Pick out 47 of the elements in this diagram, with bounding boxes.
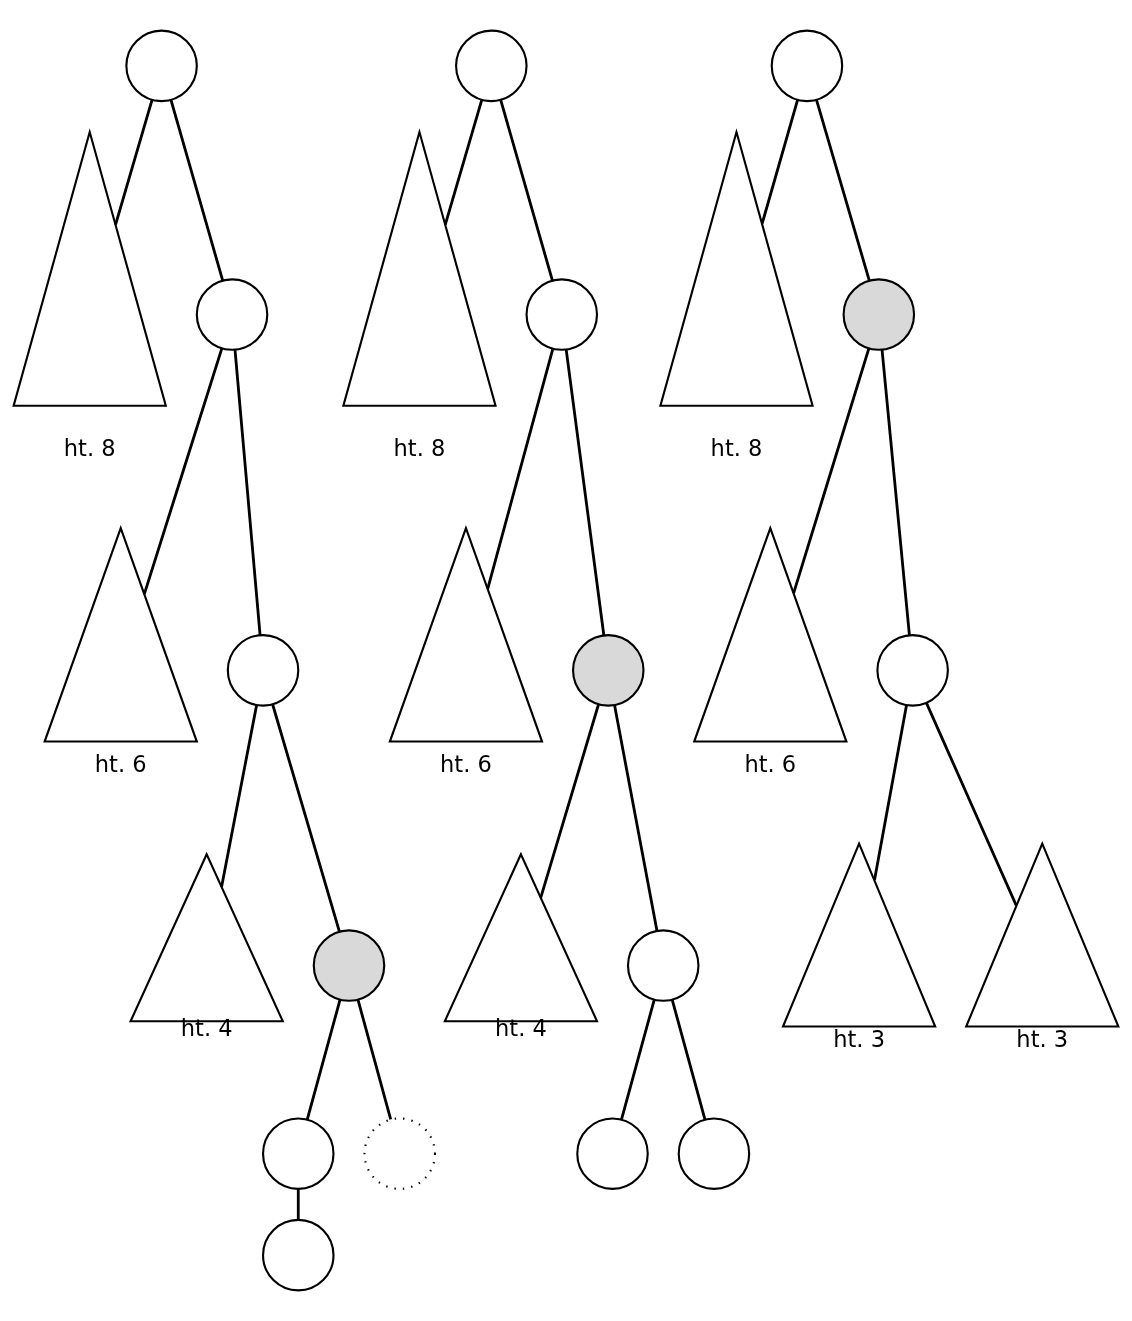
node-circle [312,929,386,1002]
node-label: ht. 6 [744,750,797,777]
connector [792,348,871,594]
connector [620,999,656,1120]
connector [873,705,908,881]
node-circle [262,1117,335,1190]
node-label: ht. 6 [94,750,147,777]
connector [356,999,393,1120]
connector [271,704,341,932]
connector [564,349,606,636]
connector [169,99,224,281]
node-circle [576,1117,649,1190]
node-circle [262,1218,335,1292]
connector [880,349,911,636]
connector [613,705,659,931]
node-label: ht. 6 [440,750,492,777]
connector [499,99,554,281]
node-circle [876,634,949,707]
connector [114,99,154,226]
connector [539,704,600,899]
connector [925,702,1018,906]
node-circle [195,278,269,351]
connector [443,99,484,226]
node-circle [572,634,645,707]
connector [142,348,224,595]
node-label: ht. 3 [1016,1025,1069,1052]
connector [296,1189,300,1220]
connector [233,349,262,636]
connector [220,705,258,887]
connector [670,999,707,1120]
node-label: ht. 8 [710,435,763,462]
node-circle [525,278,599,351]
node-label: ht. 3 [833,1025,885,1052]
node-label: ht. 8 [63,435,116,462]
node-circle [677,1117,751,1190]
connector [760,99,799,225]
connector [815,99,871,281]
node-circle [363,1117,436,1190]
node-label: ht. 8 [393,435,446,462]
node-circle [770,29,844,103]
connector [486,348,555,590]
node-circle [125,29,198,103]
node-circle [626,929,700,1002]
connector [305,999,342,1120]
node-circle [455,29,528,103]
node-circle [226,634,300,707]
node-circle [842,278,916,351]
